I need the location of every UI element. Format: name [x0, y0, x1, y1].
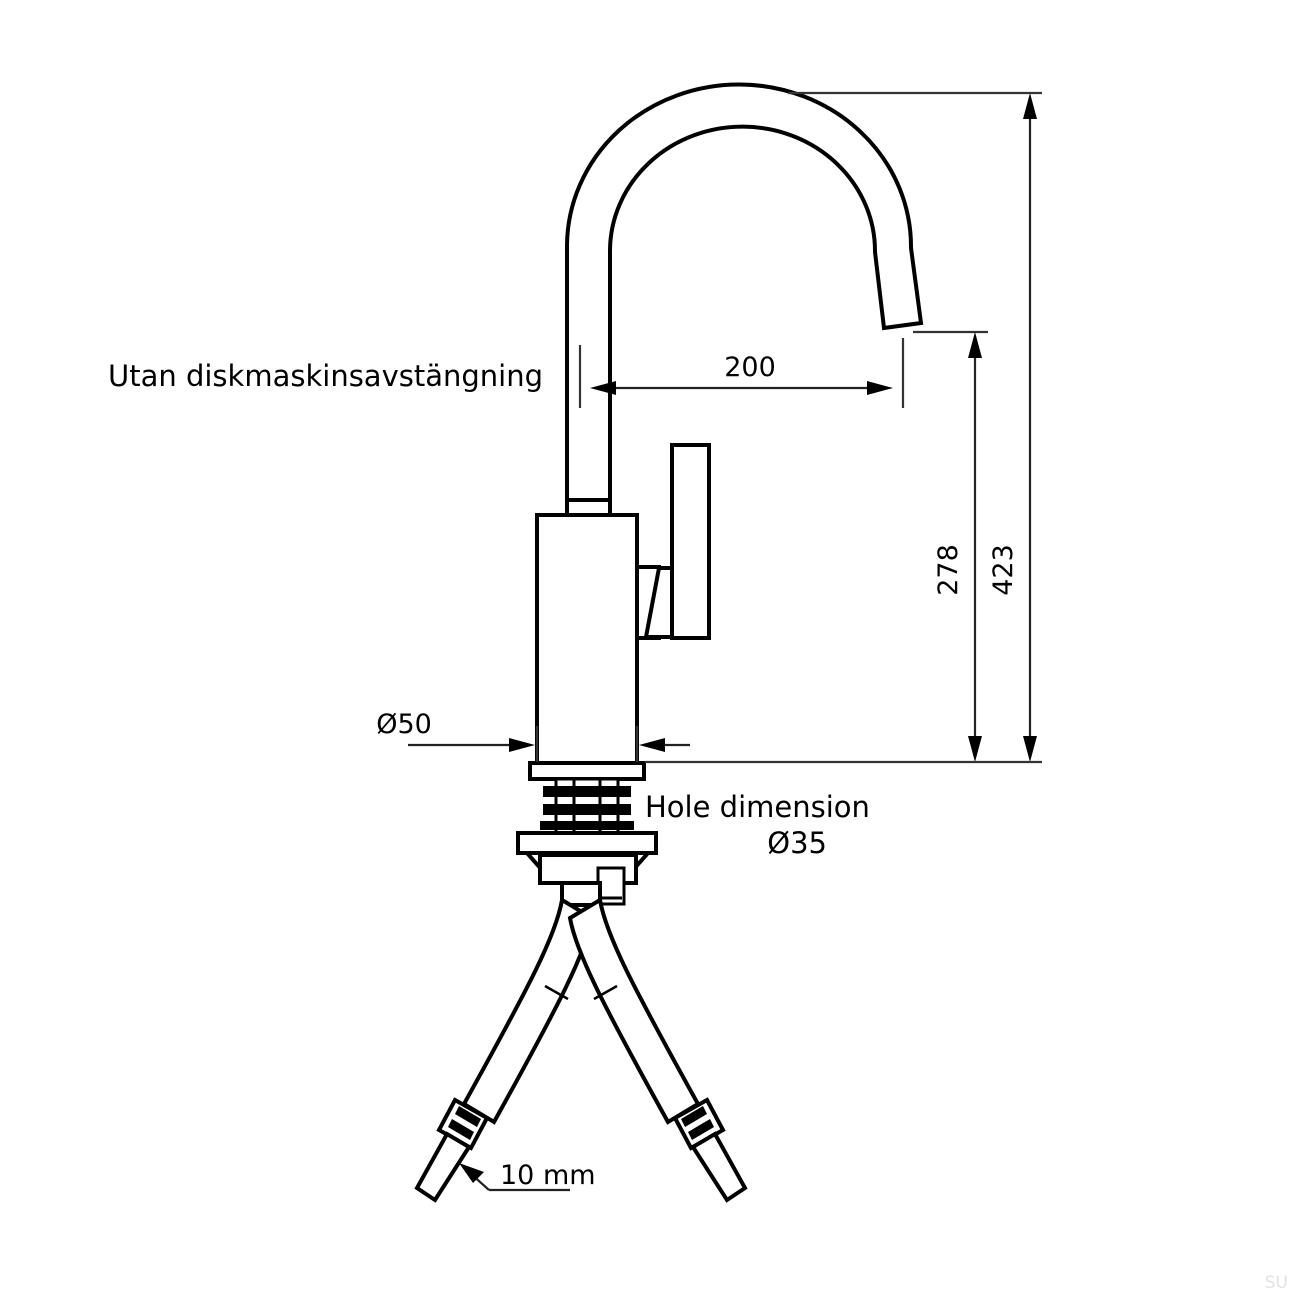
arrow-down-278: [968, 736, 982, 762]
lock-nut-upper: [543, 786, 631, 797]
dimension-spout-height: 278: [913, 330, 988, 762]
mounting-plate: [516, 831, 658, 855]
variant-note-label: Utan diskmaskinsavstängning: [108, 359, 543, 393]
arrow-10mm: [459, 1163, 484, 1183]
arrow-left-200: [590, 381, 616, 395]
hole-dimension-note: Hole dimension Ø35: [645, 790, 870, 860]
dimension-hose-tail: 10 mm: [459, 1160, 596, 1192]
faucet-assembly: [414, 82, 924, 1203]
mixer-body: [535, 513, 639, 765]
base-flange: [528, 761, 646, 781]
lock-nut-middle: [543, 804, 631, 815]
arrow-right-200: [867, 381, 893, 395]
hose-left-braid-mark: [544, 984, 569, 1001]
hose-right-tail: [690, 1131, 748, 1203]
arrow-up-423: [1023, 93, 1037, 119]
hose-right-braid-mark: [593, 984, 618, 1001]
dimension-label-10mm: 10 mm: [500, 1160, 596, 1191]
watermark-label: SU: [1265, 1273, 1288, 1293]
arrow-right-d50: [509, 738, 535, 752]
hose-left-tail: [414, 1131, 472, 1203]
handle-pivot-wedge: [643, 566, 674, 639]
dimension-label-d50: Ø50: [376, 709, 432, 740]
dimension-label-200: 200: [724, 352, 776, 383]
spout-gooseneck: [565, 82, 924, 522]
threaded-washer: [540, 821, 634, 830]
arrow-up-278: [968, 332, 982, 358]
dimension-base-diameter: Ø50: [376, 709, 690, 762]
arrow-left-d50: [639, 738, 665, 752]
hole-dimension-value: Ø35: [767, 826, 827, 860]
dimension-label-278: 278: [933, 544, 964, 596]
dimension-overall-height: 423: [788, 91, 1042, 762]
hose-right: [567, 896, 701, 1125]
dimension-label-423: 423: [988, 544, 1019, 596]
hole-dimension-label: Hole dimension: [645, 790, 870, 824]
arrow-down-423: [1023, 736, 1037, 762]
dimension-spout-reach: 200: [578, 338, 905, 408]
handle-lever: [670, 443, 711, 640]
